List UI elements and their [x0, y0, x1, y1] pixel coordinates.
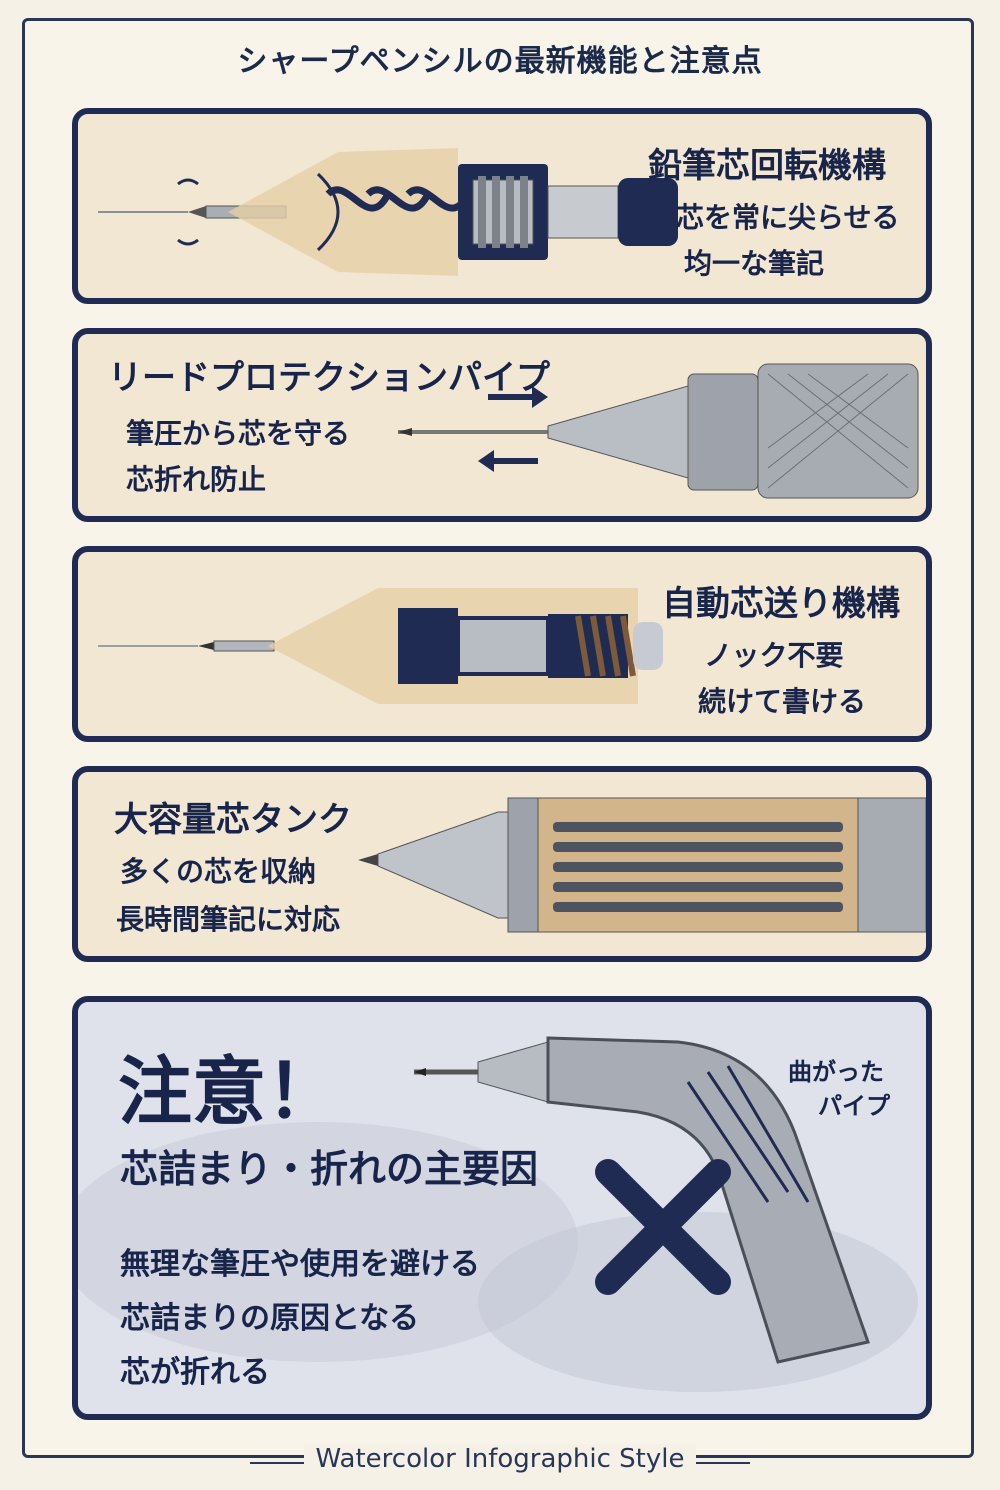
warning-subtitle: 芯詰まり・折れの主要因 [120, 1147, 539, 1191]
warning-line: 芯が折れる [120, 1355, 270, 1390]
panel-line: 多くの芯を収納 [120, 855, 317, 888]
callout-label: 曲がった [788, 1058, 884, 1086]
panel-lead-tank: 大容量芯タンク 多くの芯を収納 長時間筆記に対応 [72, 766, 932, 962]
panel-heading: リードプロテクションパイプ [108, 358, 550, 398]
lead-protection-pipe-illustration [398, 363, 919, 499]
x-mark-icon [595, 1159, 731, 1295]
callout-label: パイプ [818, 1092, 890, 1120]
panel-rotation-mechanism: 鉛筆芯回転機構 芯を常に尖らせる 均一な筆記 [72, 108, 932, 304]
panel-warning: 注意！ 芯詰まり・折れの主要因 無理な筆圧や使用を避ける 芯詰まりの原因となる … [72, 996, 932, 1420]
panel-line: 続けて書ける [698, 685, 867, 718]
footer-text: Watercolor Infographic Style [303, 1444, 697, 1474]
panel-heading: 鉛筆芯回転機構 [648, 146, 886, 186]
lead-tank-illustration [358, 797, 926, 933]
footer-caption: Watercolor Infographic Style [0, 1444, 1000, 1474]
panel-line: 均一な筆記 [684, 247, 825, 280]
page-title: シャープペンシルの最新機能と注意点 [237, 44, 763, 79]
auto-lead-feed-illustration [98, 588, 663, 704]
footer-divider-left [250, 1462, 310, 1464]
panel-heading: 大容量芯タンク [114, 800, 352, 840]
panel-line: 芯折れ防止 [126, 463, 267, 496]
warning-title: 注意！ [118, 1049, 340, 1135]
panel-line: 筆圧から芯を守る [126, 417, 351, 450]
panel-line: ノック不要 [704, 639, 844, 672]
warning-line: 無理な筆圧や使用を避ける [120, 1247, 480, 1282]
panel-heading: 自動芯送り機構 [662, 584, 900, 624]
panel-line: 長時間筆記に対応 [116, 903, 341, 936]
warning-line: 芯詰まりの原因となる [120, 1301, 420, 1336]
footer-divider-right [690, 1462, 750, 1464]
bent-pipe-illustration [78, 1036, 918, 1392]
panel-line: 芯を常に尖らせる [676, 201, 900, 234]
rotation-mechanism-illustration [98, 148, 678, 276]
panel-auto-lead-feed: 自動芯送り機構 ノック不要 続けて書ける [72, 546, 932, 742]
panel-lead-protection-pipe: リードプロテクションパイプ 筆圧から芯を守る 芯折れ防止 [72, 328, 932, 522]
